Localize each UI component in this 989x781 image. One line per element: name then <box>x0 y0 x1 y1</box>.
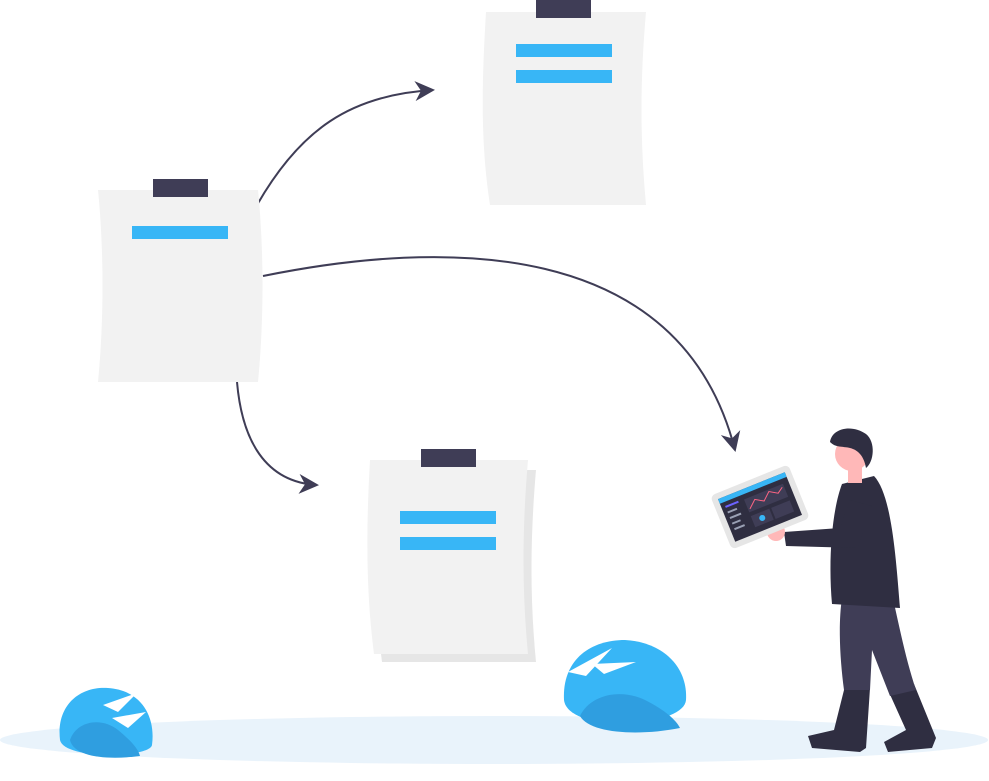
hair <box>830 428 873 468</box>
arrow-to-top-document <box>256 81 435 206</box>
person-holding-tablet-icon <box>711 428 936 752</box>
rock-icon <box>59 687 153 758</box>
document-line <box>516 70 612 83</box>
document-line <box>516 44 612 57</box>
document-line <box>400 511 496 524</box>
document-line <box>400 537 496 550</box>
document-clipboard-icon <box>98 179 263 382</box>
legs <box>839 594 916 696</box>
document-clip <box>536 0 591 18</box>
document-clipboard-icon <box>482 0 646 205</box>
ground-shadow <box>0 716 988 764</box>
document-paper <box>482 12 646 205</box>
rock-icon <box>563 640 687 733</box>
tablet-icon <box>711 465 809 549</box>
document-line <box>132 226 228 239</box>
document-paper <box>98 190 263 382</box>
arrow-to-person <box>262 256 741 452</box>
document-clip <box>421 449 476 467</box>
arm <box>784 500 872 548</box>
left-boot <box>808 686 870 752</box>
document-paper <box>367 460 528 654</box>
document-clipboard-icon <box>367 449 536 662</box>
right-boot <box>884 684 936 752</box>
arrow-to-bottom-document <box>236 381 319 494</box>
document-clip <box>153 179 208 197</box>
